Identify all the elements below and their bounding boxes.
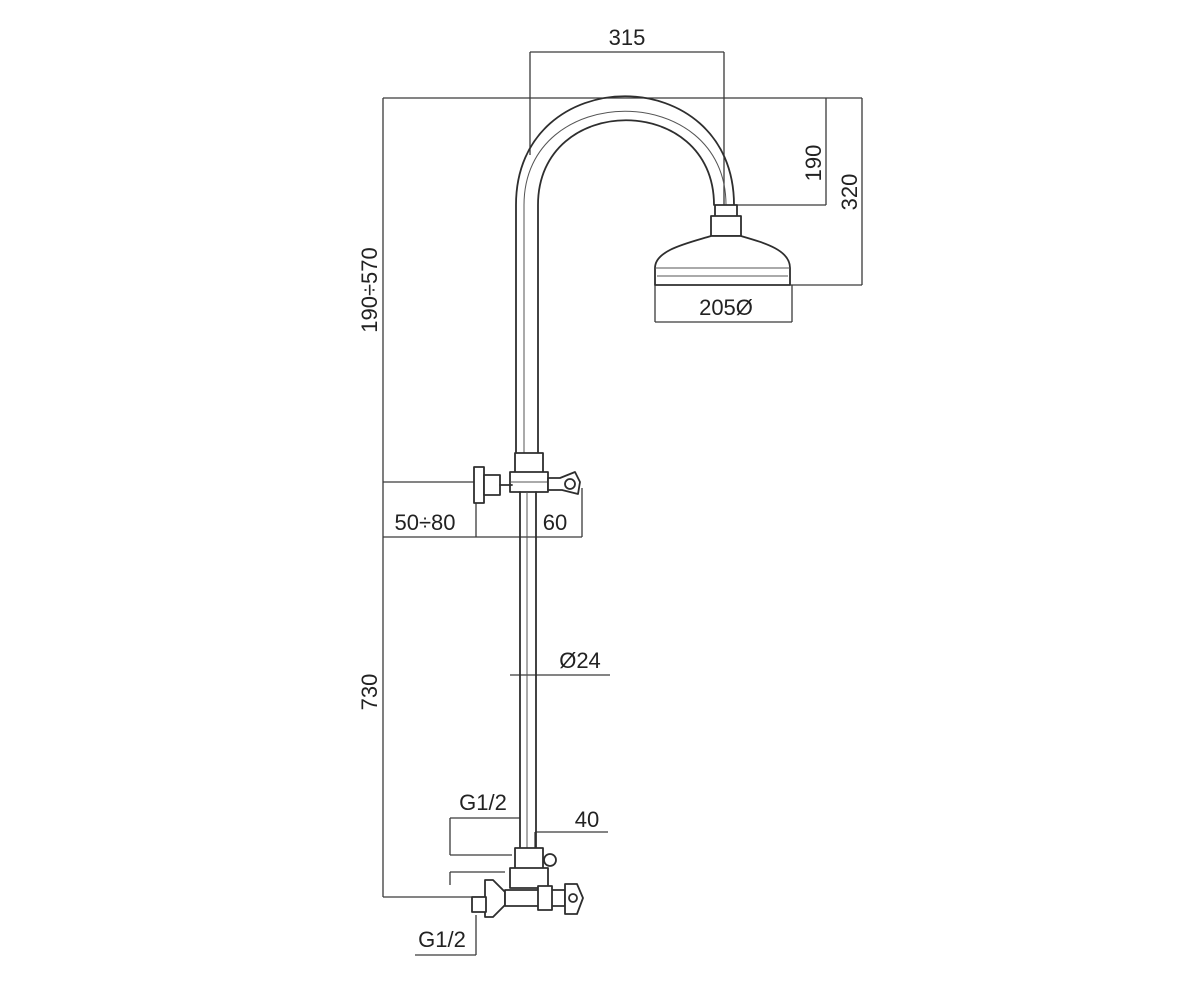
label-riser-adjust: 190÷570 — [357, 247, 382, 333]
label-inlet-offset: 40 — [575, 807, 599, 832]
label-diverter-depth: 60 — [543, 510, 567, 535]
label-pipe-length: 730 — [357, 674, 382, 711]
label-arm-drop: 190 — [801, 145, 826, 182]
label-inlet-upper: G1/2 — [459, 790, 507, 815]
valve-handle — [484, 879, 506, 918]
label-head-height: 320 — [837, 174, 862, 211]
dimension-lines — [382, 51, 863, 956]
label-inlet-lower: G1/2 — [418, 927, 466, 952]
shower-head — [654, 235, 791, 286]
dimension-labels: 315 190 320 190÷570 205Ø 50÷80 60 Ø24 73… — [357, 25, 862, 952]
label-wall-distance: 50÷80 — [394, 510, 455, 535]
label-head-diameter: 205Ø — [699, 295, 753, 320]
mixer-body — [514, 847, 544, 871]
label-arm-width: 315 — [609, 25, 646, 50]
shower-column — [471, 95, 791, 918]
gooseneck-arm — [515, 95, 735, 456]
label-pipe-diameter: Ø24 — [559, 648, 601, 673]
wall-bracket — [473, 466, 485, 504]
